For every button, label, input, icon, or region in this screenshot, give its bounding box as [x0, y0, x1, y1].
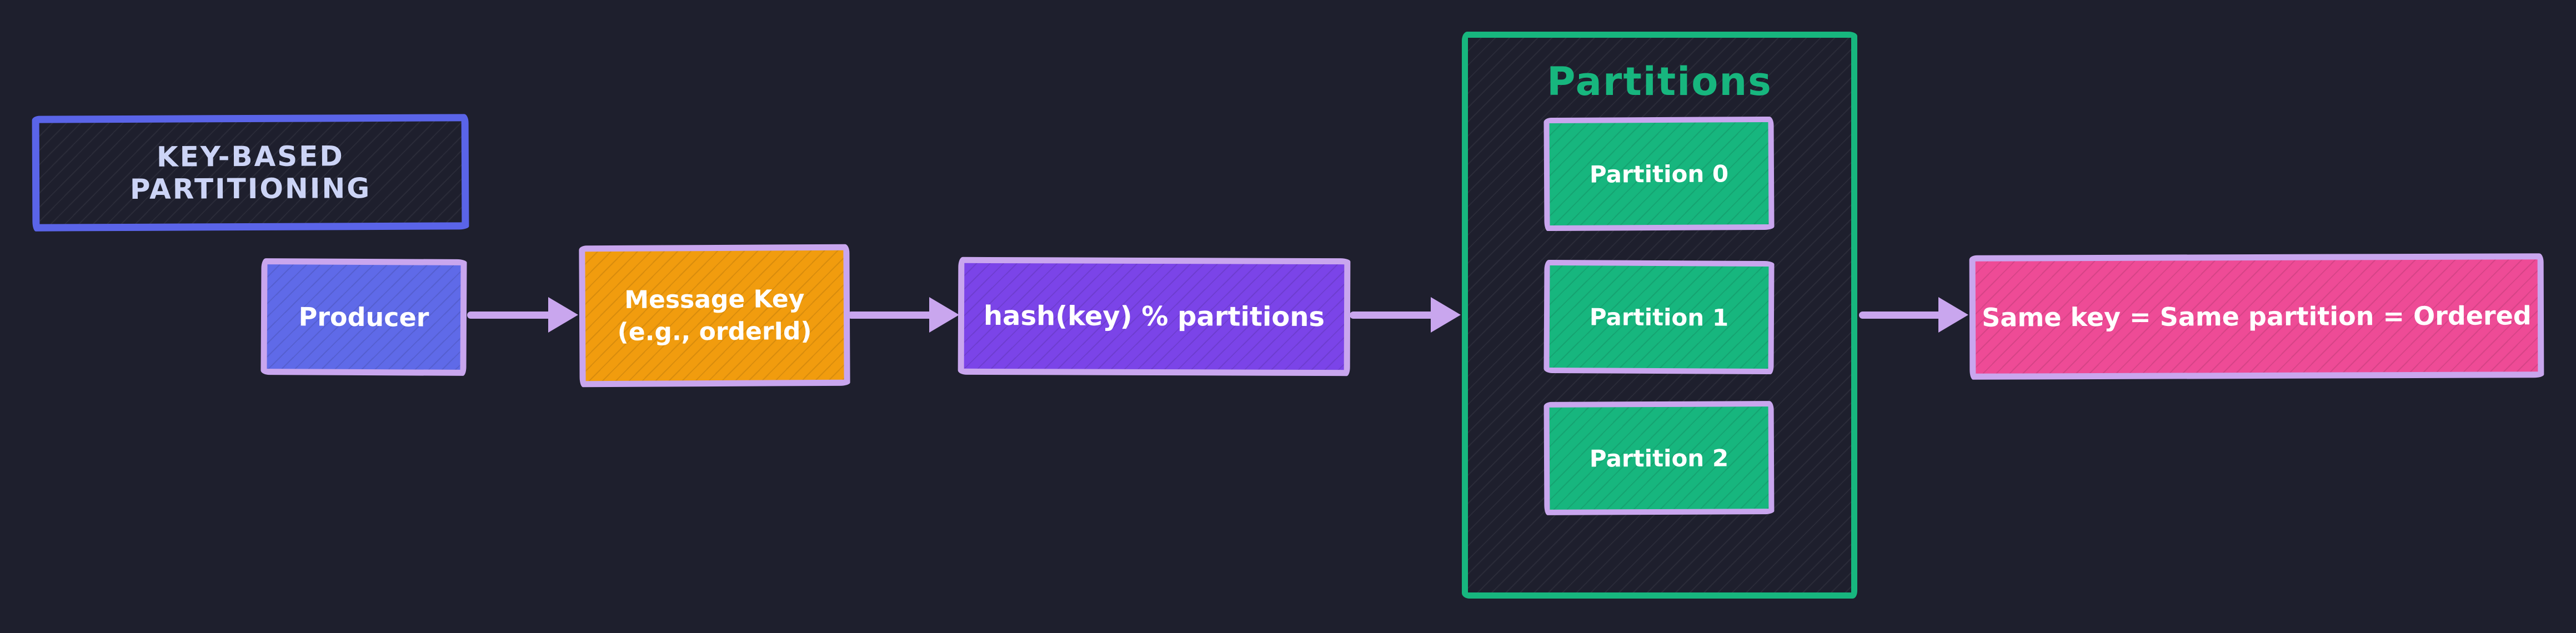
arrow-shaft	[1350, 312, 1437, 319]
message-key-label: Message Key (e.g., orderId)	[617, 285, 812, 346]
node-hash-formula: hash(key) % partitions	[958, 257, 1351, 376]
arrow-shaft	[467, 312, 555, 319]
node-result: Same key = Same partition = Ordered	[1969, 253, 2544, 380]
result-label: Same key = Same partition = Ordered	[1982, 300, 2532, 333]
title-box: KEY-BASED PARTITIONING	[32, 114, 469, 232]
partitions-group: Partitions Partition 0 Partition 1 Parti…	[1462, 32, 1857, 599]
title-label: KEY-BASED PARTITIONING	[129, 140, 372, 205]
arrow-head	[548, 297, 578, 333]
partition-0-label: Partition 0	[1589, 159, 1729, 188]
partitions-group-title: Partitions	[1547, 59, 1772, 104]
arrow-shaft	[1859, 312, 1945, 319]
partition-0-box: Partition 0	[1543, 116, 1775, 232]
hash-formula-label: hash(key) % partitions	[983, 300, 1325, 333]
partition-1-box: Partition 1	[1543, 259, 1775, 375]
partition-2-label: Partition 2	[1589, 444, 1729, 473]
arrow-head	[929, 297, 959, 333]
node-producer: Producer	[260, 258, 467, 376]
arrow-head	[1431, 297, 1461, 333]
partition-2-box: Partition 2	[1543, 401, 1775, 515]
arrow-shaft	[848, 312, 936, 319]
partition-1-label: Partition 1	[1589, 303, 1729, 331]
arrow-head	[1938, 297, 1968, 333]
producer-label: Producer	[298, 302, 429, 333]
node-message-key: Message Key (e.g., orderId)	[579, 244, 850, 388]
